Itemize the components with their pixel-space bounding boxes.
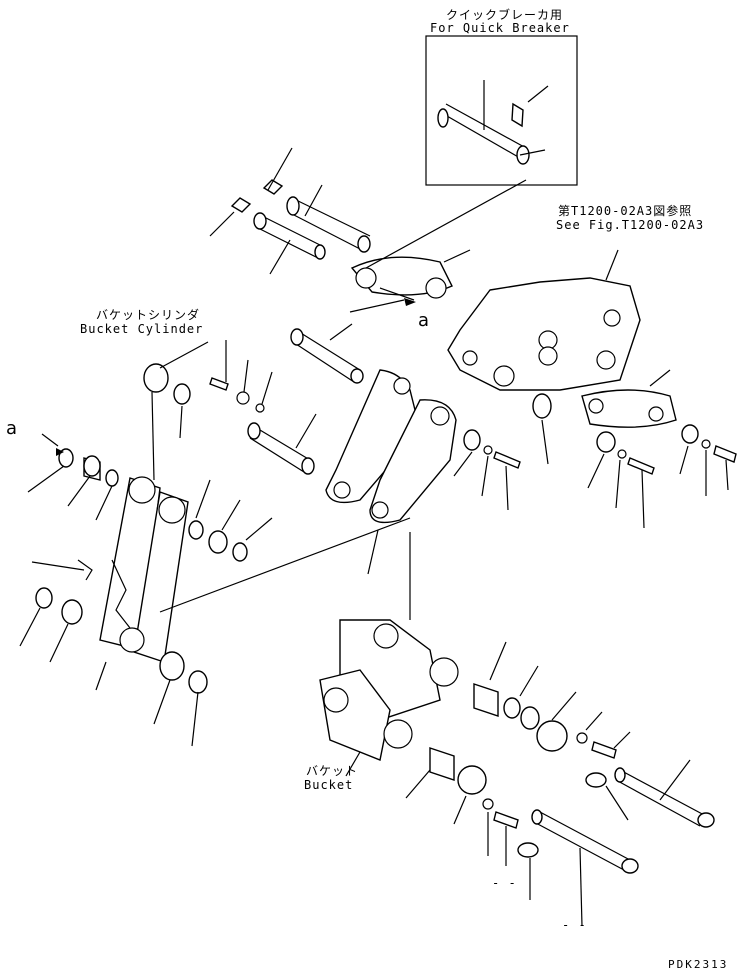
upper-link — [349, 179, 527, 313]
bucket-brackets — [319, 619, 459, 777]
quick-breaker-label-jp: クイックブレーカ用 — [446, 8, 564, 22]
quick-breaker-inset — [425, 35, 578, 186]
bucket-label-en: Bucket — [304, 778, 354, 792]
arm-end — [447, 249, 641, 391]
view-a-marker-right: a — [418, 310, 430, 331]
bucket-cylinder-label-jp: バケットシリンダ — [96, 308, 201, 322]
dash-note-2: - - — [562, 918, 587, 932]
bucket-pins — [405, 641, 715, 927]
left-bushings — [19, 433, 273, 747]
bucket-cylinder-link — [95, 363, 411, 691]
dash-note-1: - - — [492, 876, 517, 890]
center-pins — [209, 323, 521, 511]
see-fig-label-jp: 第T1200-02A3図参照 — [558, 204, 693, 218]
quick-breaker-label-en: For Quick Breaker — [430, 21, 570, 35]
leader-lines — [56, 287, 416, 456]
right-link-parts — [532, 369, 737, 529]
bucket-link — [325, 369, 457, 620]
upper-pins — [209, 147, 371, 275]
see-fig-label-en: See Fig.T1200-02A3 — [556, 218, 705, 232]
bucket-label-jp: バケット — [306, 764, 359, 778]
bucket-cylinder-label-en: Bucket Cylinder — [80, 322, 204, 336]
drawing-number: PDK2313 — [668, 958, 729, 971]
view-a-marker-left: a — [6, 418, 18, 439]
